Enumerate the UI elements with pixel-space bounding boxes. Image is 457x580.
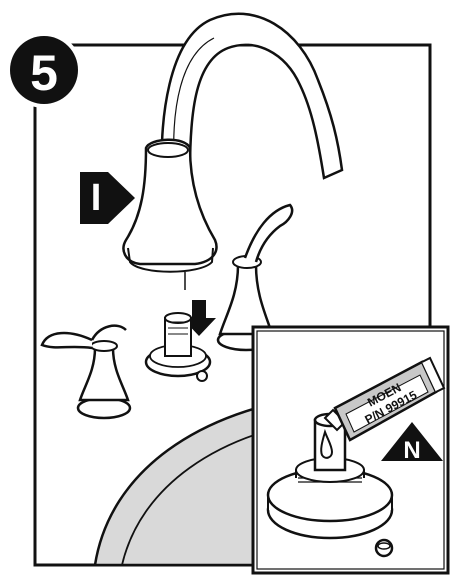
step-badge: 5 — [6, 32, 82, 108]
callout-n-label: N — [403, 437, 420, 464]
inset-detail: MOEN P/N 99915 N — [253, 327, 448, 573]
step-number: 5 — [30, 45, 58, 101]
callout-i-label: I — [91, 177, 102, 219]
